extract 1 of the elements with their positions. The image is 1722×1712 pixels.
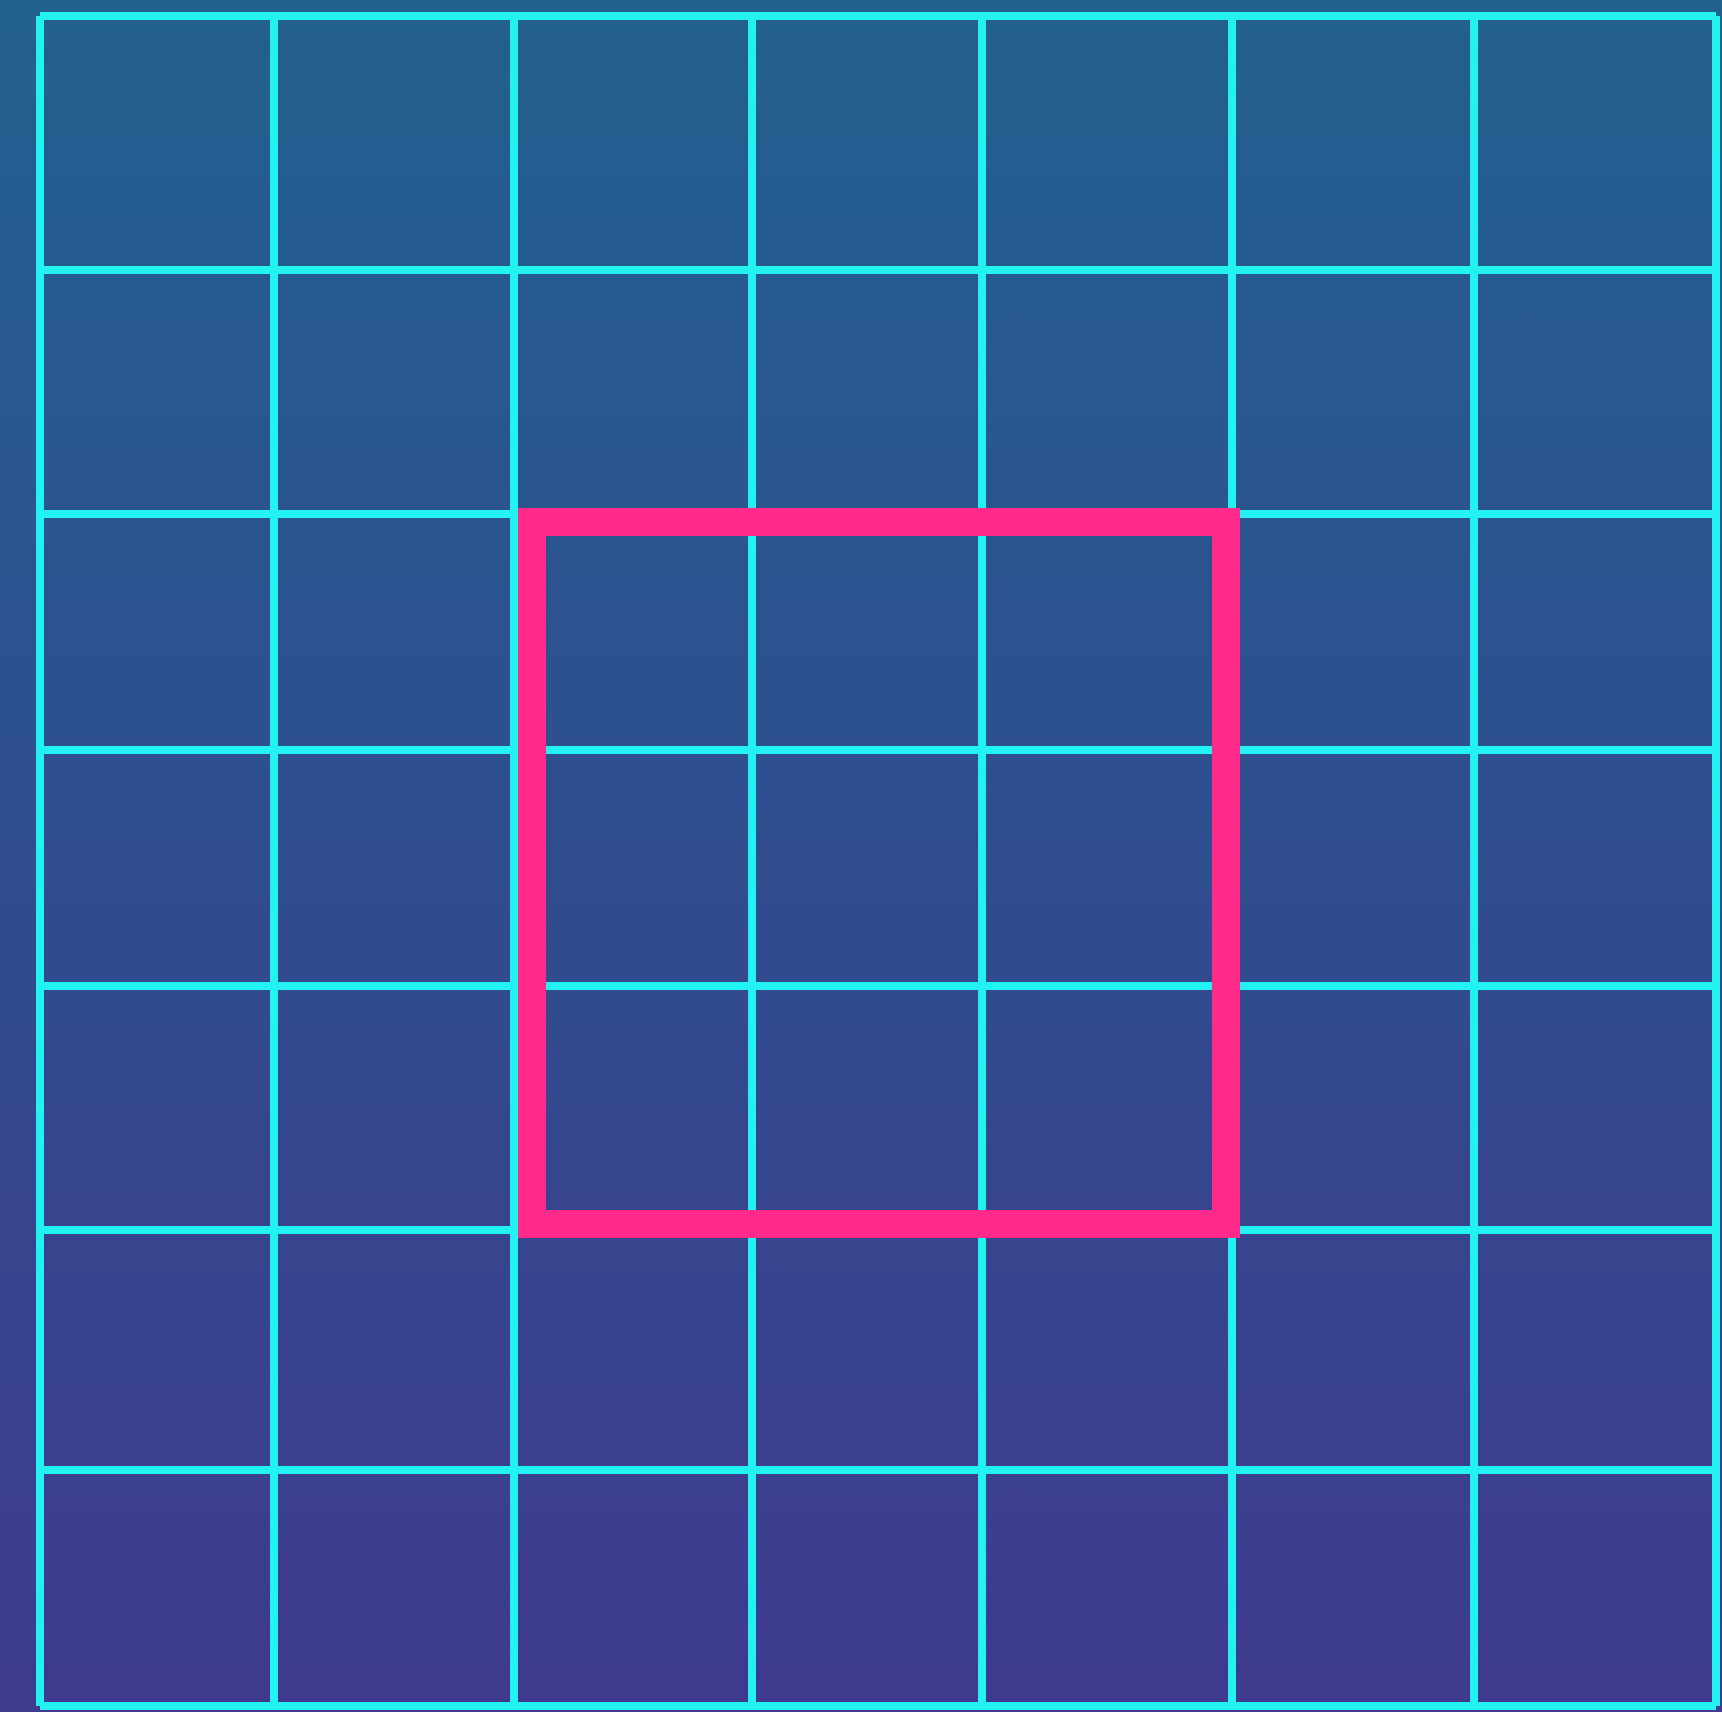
square-outline <box>518 508 1240 1238</box>
